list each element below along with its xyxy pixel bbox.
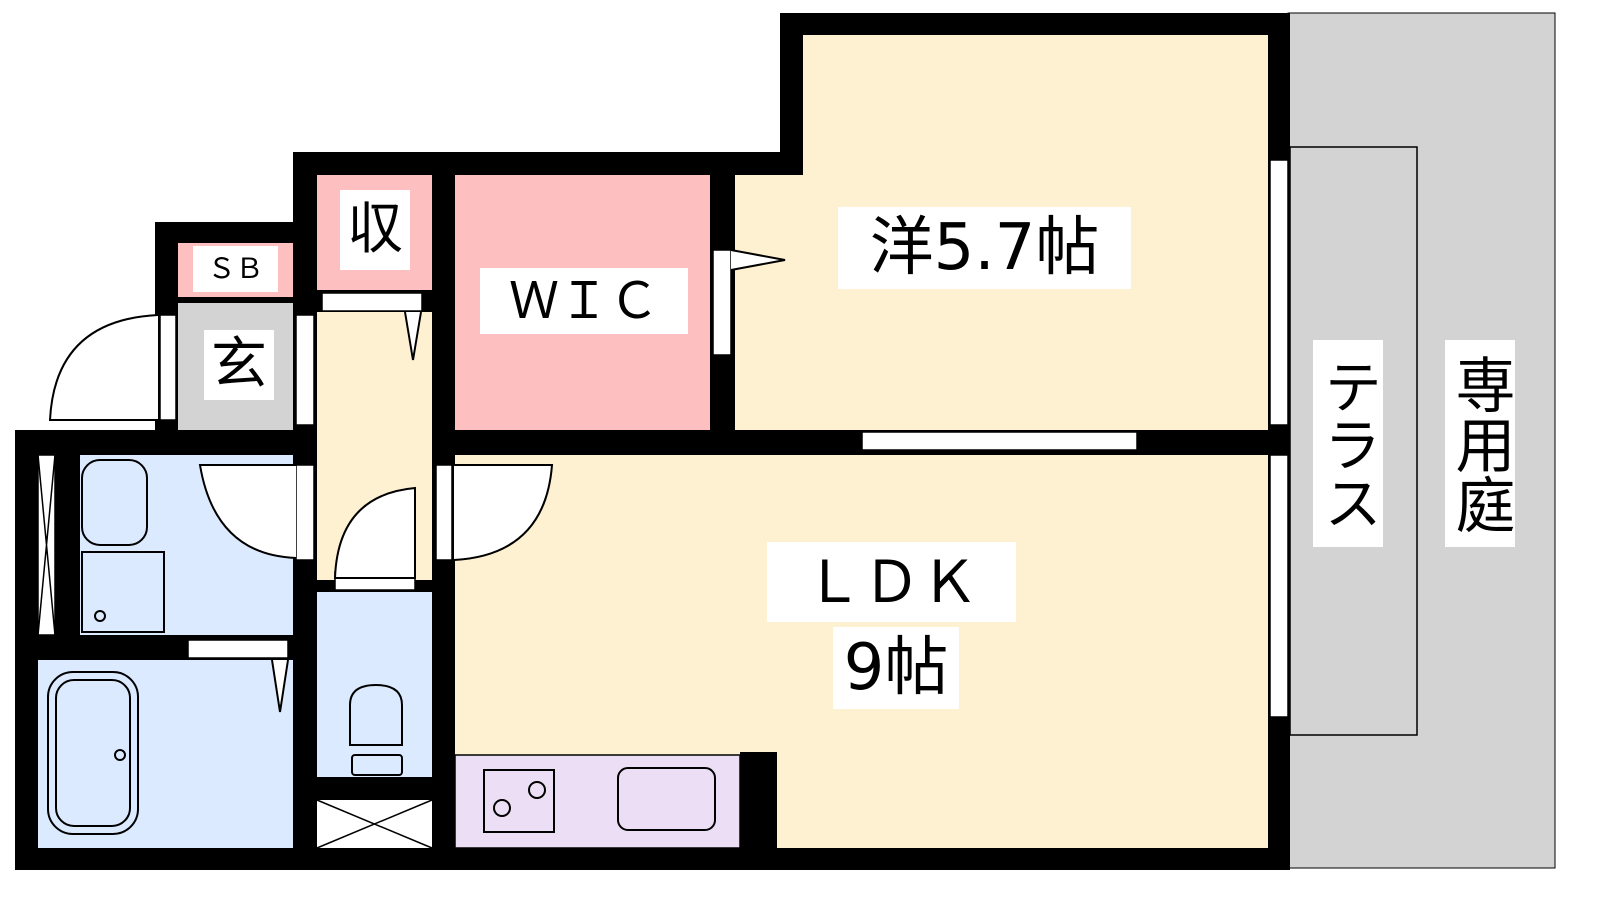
storage-label: 収 [340,190,410,270]
washbasin-icon [81,459,165,633]
entrance-label: 玄 [204,330,274,400]
sink-icon [617,767,716,831]
garden-label: 専用庭 [1445,340,1515,547]
toilet-icon [349,683,403,776]
windows [37,159,1289,718]
ldk-label: ＬＤＫ [767,542,1016,622]
bathroom [38,660,293,848]
western-room-label: 洋5.7帖 [838,207,1131,289]
ldk-size-label: 9帖 [833,627,959,709]
bathtub-icon [47,671,139,835]
wic-label: ＷＩＣ [480,268,688,334]
stove-icon [483,769,555,833]
terrace-label: テラス [1313,340,1383,547]
utility-space [316,799,433,849]
shoebox-label: ＳＢ [193,246,278,292]
doors [48,249,786,713]
